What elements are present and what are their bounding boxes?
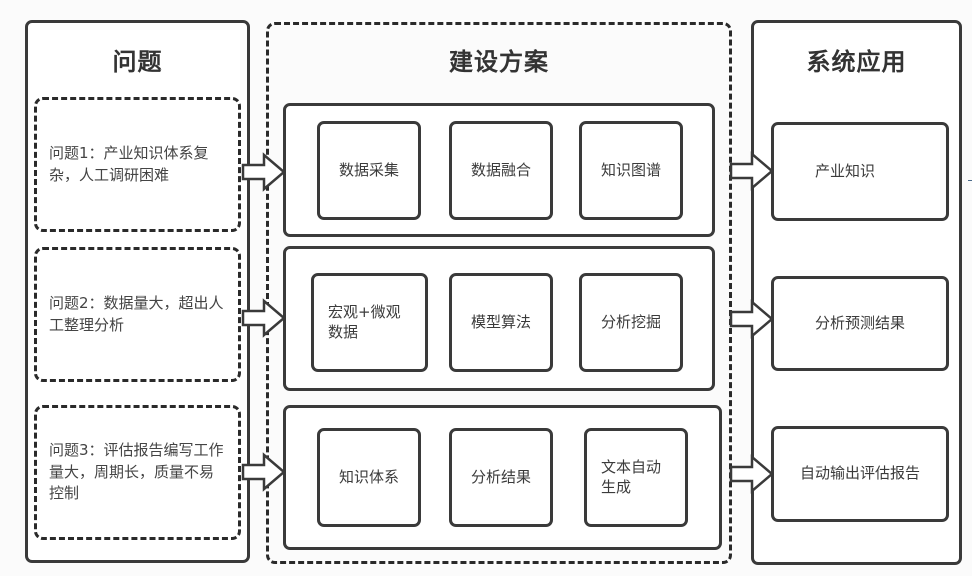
cell-label: 知识体系: [338, 467, 399, 486]
cell-label: 知识图谱: [600, 160, 661, 179]
solution-cell-analysis-mining: 分析挖掘: [579, 273, 683, 372]
application-item-prediction-results: 分析预测结果: [771, 276, 949, 371]
application-label: 自动输出评估报告: [799, 464, 920, 483]
cell-label: 数据采集: [338, 160, 399, 179]
application-label: 产业知识: [814, 161, 875, 180]
problems-panel: [25, 20, 250, 563]
problem-text: 问题2：数据量大，超出人工整理分析: [49, 293, 224, 334]
application-item-auto-report: 自动输出评估报告: [771, 426, 949, 522]
arrow-right-icon: [241, 298, 286, 338]
solution-cell-knowledge-system: 知识体系: [317, 428, 421, 527]
problem-item-3: 问题3：评估报告编写工作量大，周期长，质量不易控制: [34, 405, 241, 540]
application-label: 分析预测结果: [814, 313, 905, 332]
problems-title: 问题: [112, 48, 163, 76]
solution-cell-macro-micro-data: 宏观+微观数据: [311, 273, 428, 372]
problem-text: 问题3：评估报告编写工作量大，周期长，质量不易控制: [49, 440, 224, 503]
solution-panel: [266, 22, 732, 564]
cell-label: 模型算法: [470, 312, 531, 331]
arrow-right-icon: [729, 299, 774, 339]
cell-label: 文本自动生成: [601, 458, 662, 496]
problem-item-2: 问题2：数据量大，超出人工整理分析: [34, 247, 241, 382]
arrow-right-icon: [241, 452, 286, 492]
arrow-right-icon: [729, 454, 774, 494]
application-item-industry-knowledge: 产业知识: [771, 122, 949, 221]
cell-label: 分析挖掘: [600, 312, 661, 331]
edge-tick-mark: [968, 180, 972, 181]
solution-title: 建设方案: [449, 48, 549, 76]
solution-cell-data-fusion: 数据融合: [449, 121, 553, 220]
solution-cell-model-algorithm: 模型算法: [449, 273, 553, 372]
cell-label: 数据融合: [470, 160, 531, 179]
applications-title: 系统应用: [806, 48, 907, 76]
solution-cell-knowledge-graph: 知识图谱: [579, 121, 683, 220]
solution-cell-text-generation: 文本自动生成: [584, 428, 688, 527]
cell-label: 分析结果: [470, 467, 531, 486]
arrow-right-icon: [729, 151, 774, 191]
problem-text: 问题1：产业知识体系复杂，人工调研困难: [49, 143, 209, 184]
solution-cell-data-collection: 数据采集: [317, 121, 421, 220]
problem-item-1: 问题1：产业知识体系复杂，人工调研困难: [34, 97, 241, 232]
solution-cell-analysis-results: 分析结果: [449, 428, 553, 527]
cell-label: 宏观+微观数据: [328, 303, 401, 341]
arrow-right-icon: [241, 152, 286, 192]
